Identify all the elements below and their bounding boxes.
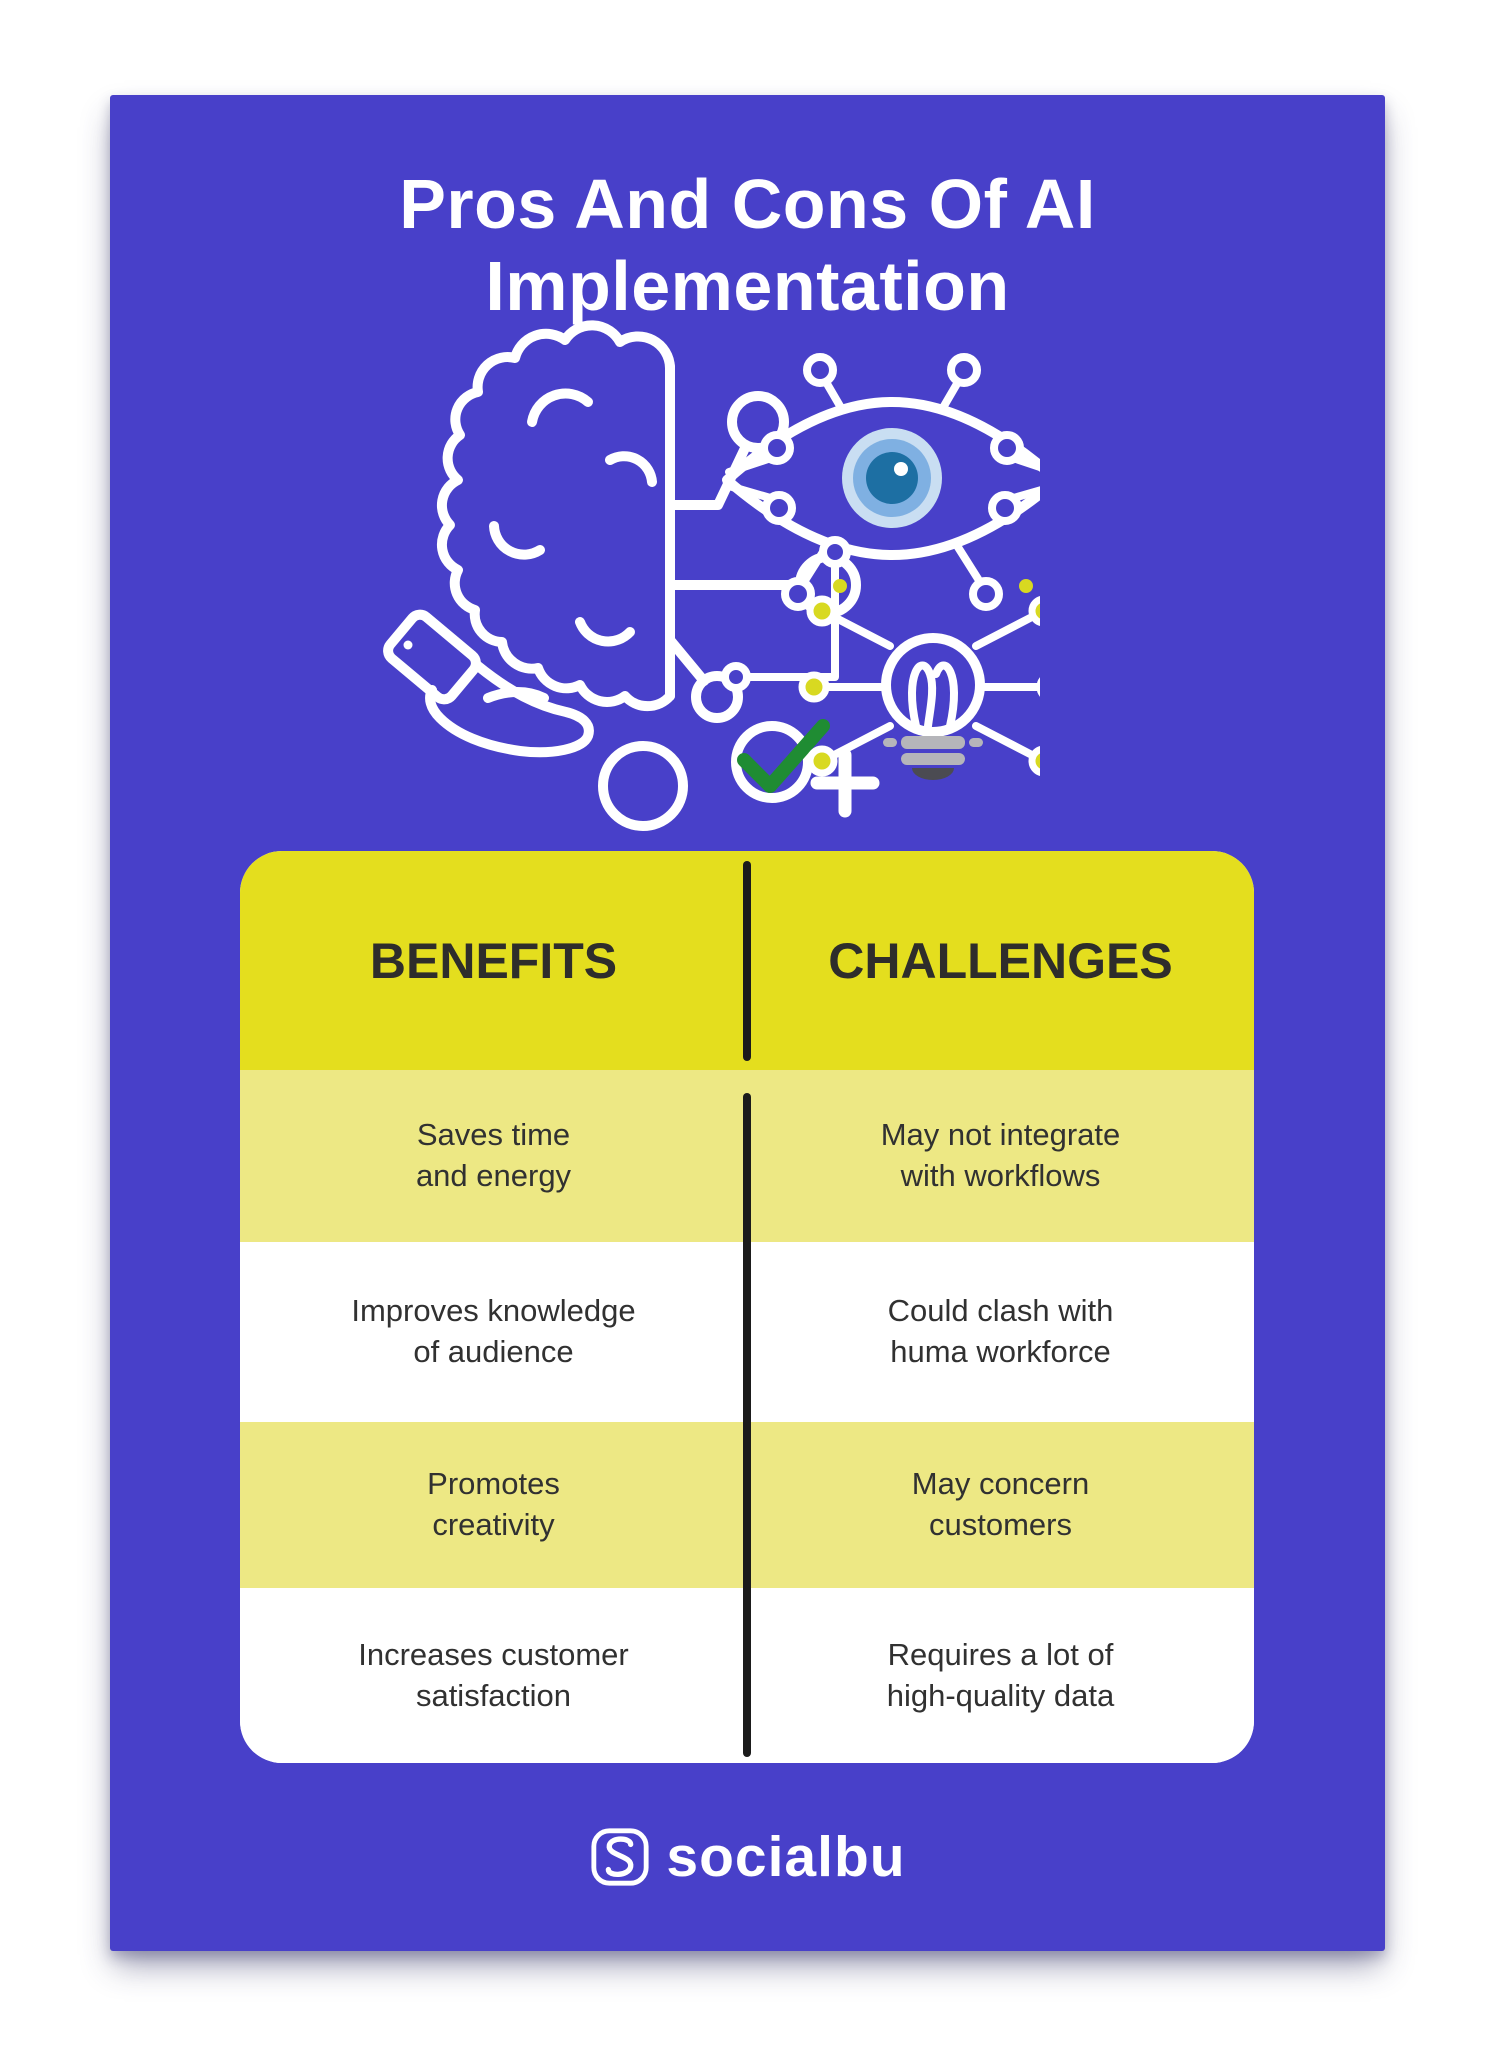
- circle-icon: [598, 741, 688, 831]
- brand-footer: socialbu: [110, 1818, 1385, 1896]
- brain-circuit-icon: [436, 320, 861, 723]
- challenge-cell: May concern customers: [911, 1466, 1090, 1542]
- column-divider-body: [743, 1093, 751, 1757]
- challenge-cell: Could clash with huma workforce: [887, 1293, 1114, 1369]
- lightbulb-circuit-icon: [798, 579, 1040, 780]
- benefit-cell: Increases customer satisfaction: [358, 1636, 629, 1713]
- column-divider-header: [743, 861, 751, 1061]
- challenge-cell: May not integrate with workflows: [880, 1117, 1121, 1193]
- ai-illustration: [383, 320, 1040, 831]
- challenges-header: CHALLENGES: [828, 932, 1173, 989]
- pros-cons-table: BENEFITS CHALLENGES Saves time and energ…: [240, 851, 1254, 1763]
- brand-name: socialbu: [666, 1825, 906, 1889]
- benefits-header: BENEFITS: [369, 932, 618, 989]
- eye-circuit-icon: [721, 353, 1040, 692]
- infographic-card: Pros And Cons Of AI Implementation: [110, 95, 1385, 1951]
- benefit-cell: Promotes creativity: [427, 1466, 560, 1542]
- benefit-cell: Saves time and energy: [415, 1117, 572, 1193]
- page-title: Pros And Cons Of AI Implementation: [399, 164, 1096, 325]
- socialbu-logo-icon: [591, 1828, 649, 1886]
- hand-icon: [383, 609, 594, 758]
- plus-icon: [810, 748, 880, 818]
- benefit-cell: Improves knowledge of audience: [351, 1293, 636, 1369]
- challenge-cell: Requires a lot of high-quality data: [886, 1636, 1115, 1713]
